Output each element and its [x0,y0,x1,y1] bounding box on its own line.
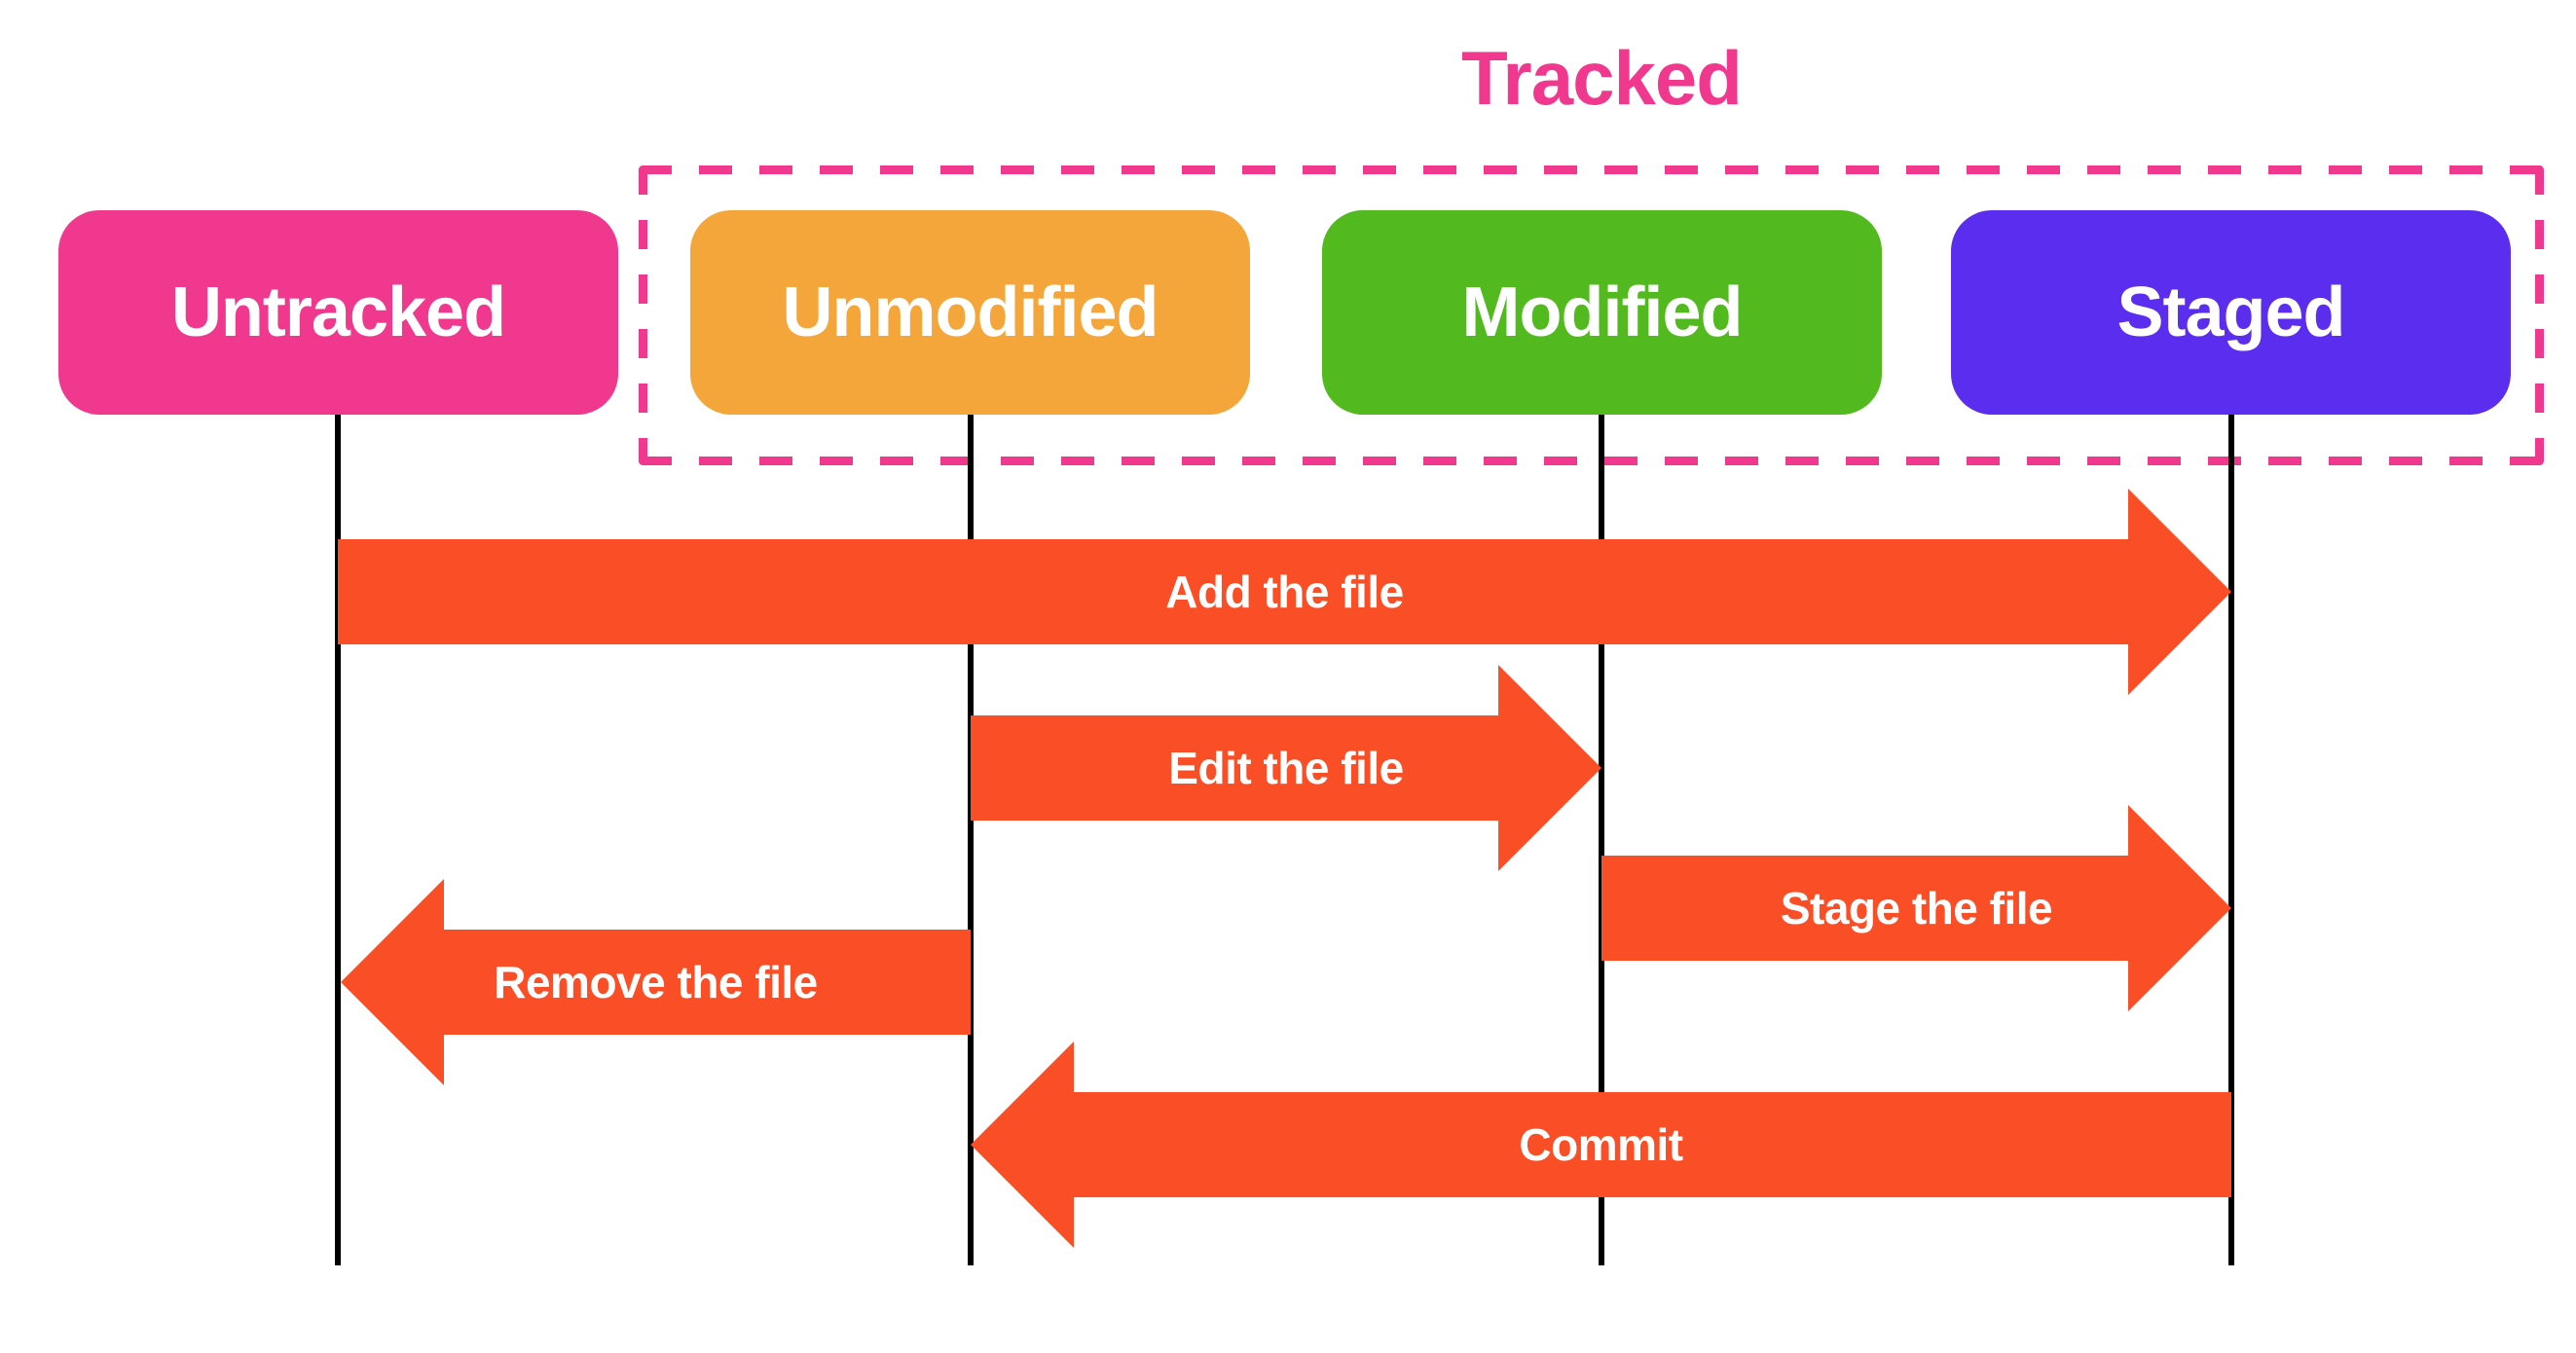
lifeline-staged [2228,409,2234,1265]
arrow-edit-the-file: Edit the file [971,665,1601,871]
arrow-stage-the-file: Stage the file [1601,805,2231,1011]
tracked-group-title: Tracked [1461,35,1743,121]
state-label-untracked: Untracked [170,274,506,351]
lifeline-untracked [335,409,341,1265]
tracked-outline-top-edge [639,165,2544,174]
arrowhead-right-icon [2128,489,2231,695]
state-box-staged: Staged [1951,210,2511,415]
arrow-shaft [971,715,1498,821]
tracked-outline-left-edge [639,165,647,465]
tracked-group-outline [639,165,2544,465]
state-box-unmodified: Unmodified [690,210,1250,415]
lifeline-modified [1599,409,1604,1265]
arrow-shaft [338,539,2128,644]
arrowhead-right-icon [1498,665,1601,871]
arrow-shaft [444,930,971,1035]
arrow-label-commit: Commit [1519,1119,1683,1170]
arrow-label-add: Add the file [1165,567,1404,617]
arrow-shaft [1074,1092,2231,1197]
arrowhead-left-icon [971,1042,1074,1248]
arrow-remove-the-file: Remove the file [341,879,971,1085]
lifeline-unmodified [968,409,974,1265]
arrow-label-edit: Edit the file [1168,743,1404,793]
arrowhead-left-icon [341,879,444,1085]
arrowhead-right-icon [2128,805,2231,1011]
state-label-staged: Staged [2116,274,2345,351]
arrow-shaft [1601,856,2128,961]
tracked-outline-bottom-edge [639,457,2544,465]
arrow-add-the-file: Add the file [338,489,2231,695]
arrow-label-remove: Remove the file [494,957,818,1007]
state-box-modified: Modified [1322,210,1882,415]
arrow-label-stage: Stage the file [1780,883,2053,933]
arrow-commit: Commit [971,1042,2231,1248]
tracked-outline-right-edge [2535,165,2544,465]
state-box-untracked: Untracked [58,210,618,415]
state-label-unmodified: Unmodified [782,274,1159,351]
state-label-modified: Modified [1461,274,1744,351]
